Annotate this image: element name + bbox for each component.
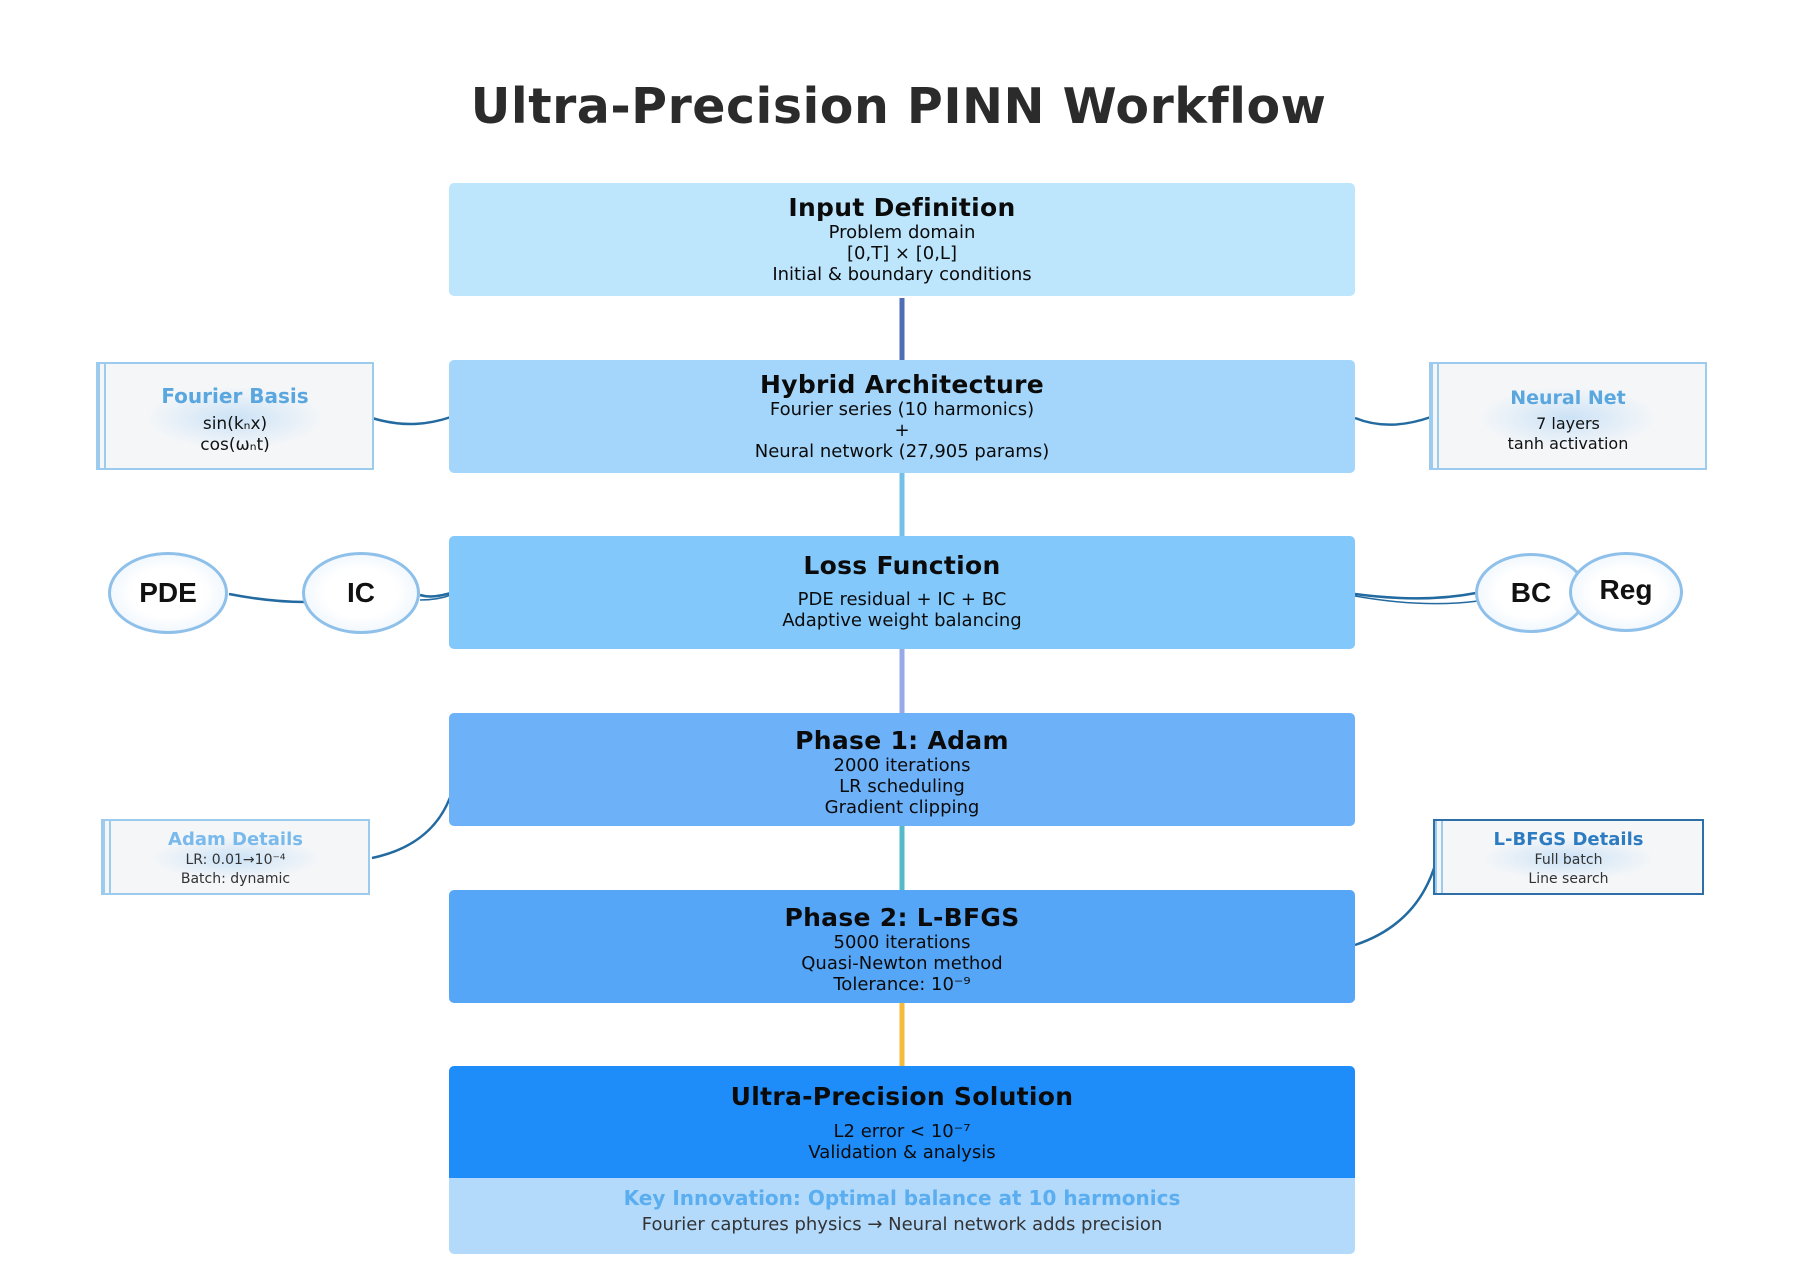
step-line: Problem domain [828,222,976,243]
lbfgs-details-line: Full batch [1534,852,1603,868]
fourier-basis-box: Fourier Basis sin(kₙx) cos(ωₙt) [96,362,374,470]
step-hybrid-architecture: Hybrid Architecture Fourier series (10 h… [449,360,1355,473]
step-title: Phase 2: L-BFGS [784,903,1020,932]
step-line: Tolerance: 10⁻⁹ [833,974,971,995]
adam-details-title: Adam Details [168,829,303,850]
link-loss-bc-2 [1354,595,1479,605]
link-adam-details [371,775,458,860]
adam-details-line: LR: 0.01→10⁻⁴ [185,852,286,868]
link-fourier-basis [371,415,452,426]
step-ultra-precision-solution: Ultra-Precision Solution L2 error < 10⁻⁷… [449,1066,1355,1179]
step-title: Phase 1: Adam [795,726,1009,755]
link-pde-ic [228,592,306,604]
step-line: Gradient clipping [824,797,980,818]
fourier-basis-line: sin(kₙx) [202,414,268,434]
link-loss-bc [1354,591,1477,600]
step-title: Loss Function [803,551,1001,580]
step-line: [0,T] × [0,L] [847,243,957,264]
step-line: Quasi-Newton method [801,953,1003,974]
adam-details-box: Adam Details LR: 0.01→10⁻⁴ Batch: dynami… [101,819,370,895]
step-line: L2 error < 10⁻⁷ [833,1121,971,1142]
neural-net-title: Neural Net [1510,387,1626,409]
page-title: Ultra-Precision PINN Workflow [470,78,1327,135]
link-ic-loss [419,591,452,598]
step-title: Hybrid Architecture [760,370,1044,399]
loss-term-ic: IC [302,552,420,634]
key-innovation-title: Key Innovation: Optimal balance at 10 ha… [623,1186,1181,1210]
step-line: Validation & analysis [808,1142,996,1163]
step-line: Initial & boundary conditions [772,264,1032,285]
neural-net-box: Neural Net 7 layers tanh activation [1429,362,1707,470]
step-phase1-adam: Phase 1: Adam 2000 iterations LR schedul… [449,713,1355,826]
loss-term-reg: Reg [1569,552,1683,632]
step-loss-function: Loss Function PDE residual + IC + BC Ada… [449,536,1355,649]
link-neural-net [1354,415,1432,426]
fourier-basis-line: cos(ωₙt) [200,435,270,455]
neural-net-line: 7 layers [1536,414,1600,433]
step-phase2-lbfgs: Phase 2: L-BFGS 5000 iterations Quasi-Ne… [449,890,1355,1003]
step-line: 2000 iterations [833,755,971,776]
lbfgs-details-box: L-BFGS Details Full batch Line search [1433,819,1704,895]
step-line: Adaptive weight balancing [782,610,1022,631]
step-line: PDE residual + IC + BC [797,589,1007,610]
step-title: Input Definition [788,193,1016,222]
step-line: LR scheduling [839,776,965,797]
lbfgs-details-title: L-BFGS Details [1493,829,1644,850]
neural-net-line: tanh activation [1507,434,1629,453]
step-line: + [894,420,910,441]
step-line: Fourier series (10 harmonics) [769,399,1035,420]
key-innovation-box: Key Innovation: Optimal balance at 10 ha… [449,1178,1355,1254]
step-title: Ultra-Precision Solution [730,1082,1074,1111]
adam-details-line: Batch: dynamic [180,871,291,887]
loss-term-pde: PDE [108,552,228,634]
step-line: 5000 iterations [833,932,971,953]
step-input-definition: Input Definition Problem domain [0,T] × … [449,183,1355,296]
link-ic-loss-2 [419,594,452,601]
lbfgs-details-line: Line search [1528,871,1609,887]
link-lbfgs-details [1354,861,1438,947]
fourier-basis-title: Fourier Basis [161,384,309,408]
key-innovation-text: Fourier captures physics → Neural networ… [641,1214,1163,1235]
step-line: Neural network (27,905 params) [754,441,1050,462]
